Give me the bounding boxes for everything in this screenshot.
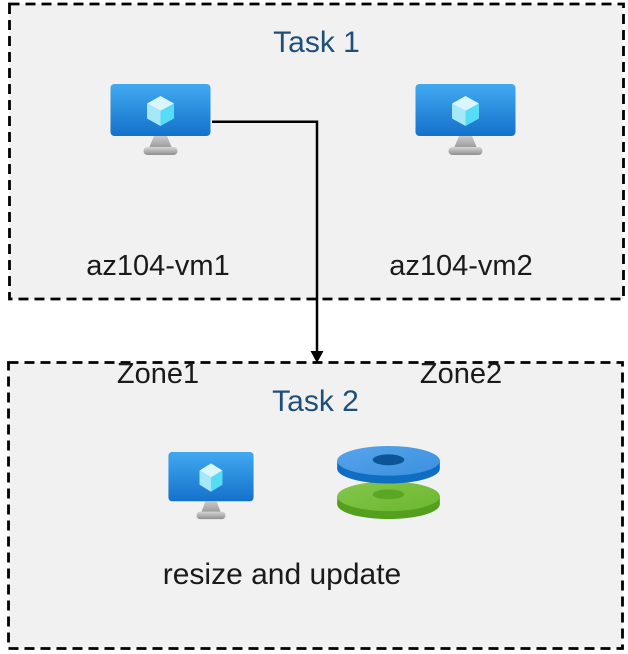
task2-caption: resize and update (162, 558, 402, 591)
virtual-machine-icon (168, 452, 254, 520)
arrow-connector (212, 120, 324, 363)
disk-green (337, 481, 440, 520)
vm1-label: az104-vm1 Zone1 (58, 176, 258, 464)
task2-box (7, 361, 624, 650)
arrow-line (212, 120, 319, 352)
task2-title: Task 2 (272, 385, 359, 418)
virtual-machine-icon (110, 84, 211, 155)
vm2-label: az104-vm2 Zone2 (361, 176, 561, 464)
disk-blue (337, 445, 440, 484)
managed-disks-icon (337, 445, 440, 520)
virtual-machine-icon (415, 84, 516, 155)
vm1-zone: Zone1 (116, 358, 200, 390)
vm2-zone: Zone2 (419, 358, 503, 390)
task1-title: Task 1 (273, 26, 360, 59)
vm1-name: az104-vm1 (86, 250, 230, 282)
arrow-head-icon (310, 351, 324, 363)
vm2-name: az104-vm2 (389, 250, 533, 282)
